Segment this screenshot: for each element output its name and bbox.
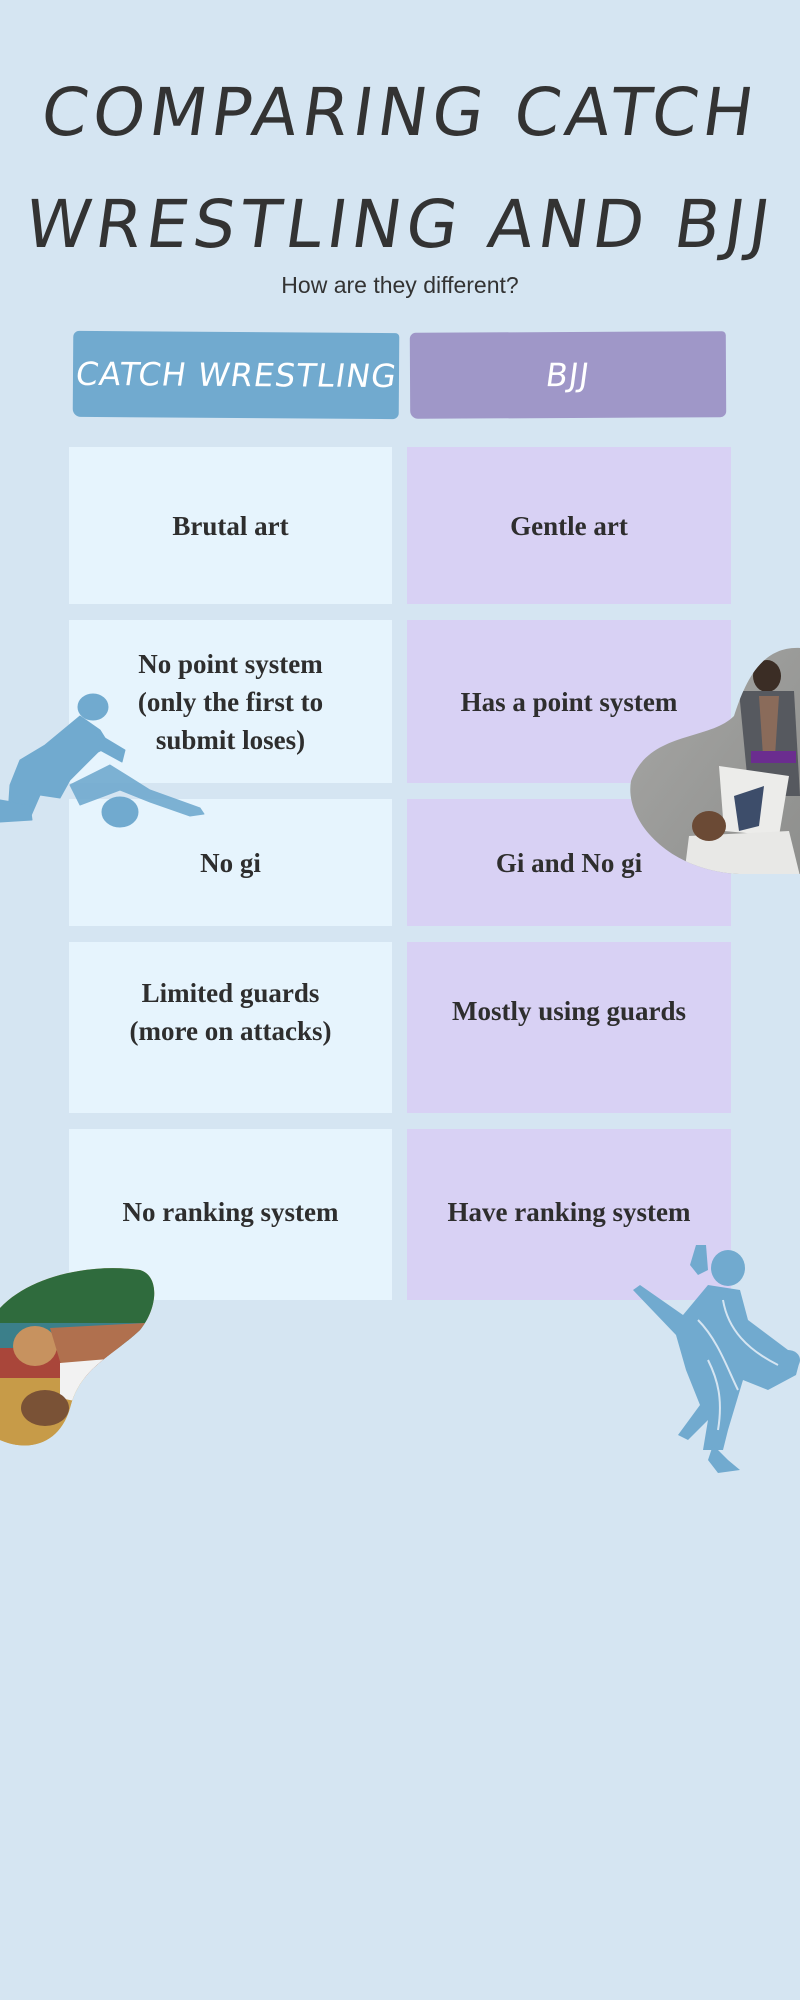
page-title-line-1: COMPARING CATCH xyxy=(36,74,764,151)
comparison-cell-bjj: Mostly using guards xyxy=(407,942,731,1113)
column-header-label: CATCH WRESTLING xyxy=(72,354,400,396)
column-header-bjj: BJJ xyxy=(409,331,727,419)
comparison-cell-catch: Brutal art xyxy=(69,447,392,604)
bjj-guard-photo-icon xyxy=(630,647,800,874)
comparison-cell-bjj: Have ranking system xyxy=(407,1129,731,1300)
wrestling-pin-photo-icon xyxy=(0,1268,155,1446)
judo-throw-illustration-icon xyxy=(633,1245,800,1473)
comparison-cell-catch: Limited guards (more on attacks) xyxy=(69,942,392,1113)
page-subtitle: How are they different? xyxy=(281,272,519,298)
column-header-catch-wrestling: CATCH WRESTLING xyxy=(72,330,400,420)
comparison-cell-bjj: Gentle art xyxy=(407,447,731,604)
page-title-line-2: WRESTLING AND BJJ xyxy=(20,186,780,263)
column-header-label: BJJ xyxy=(543,355,593,395)
catch-wrestlers-illustration-icon xyxy=(0,693,205,828)
